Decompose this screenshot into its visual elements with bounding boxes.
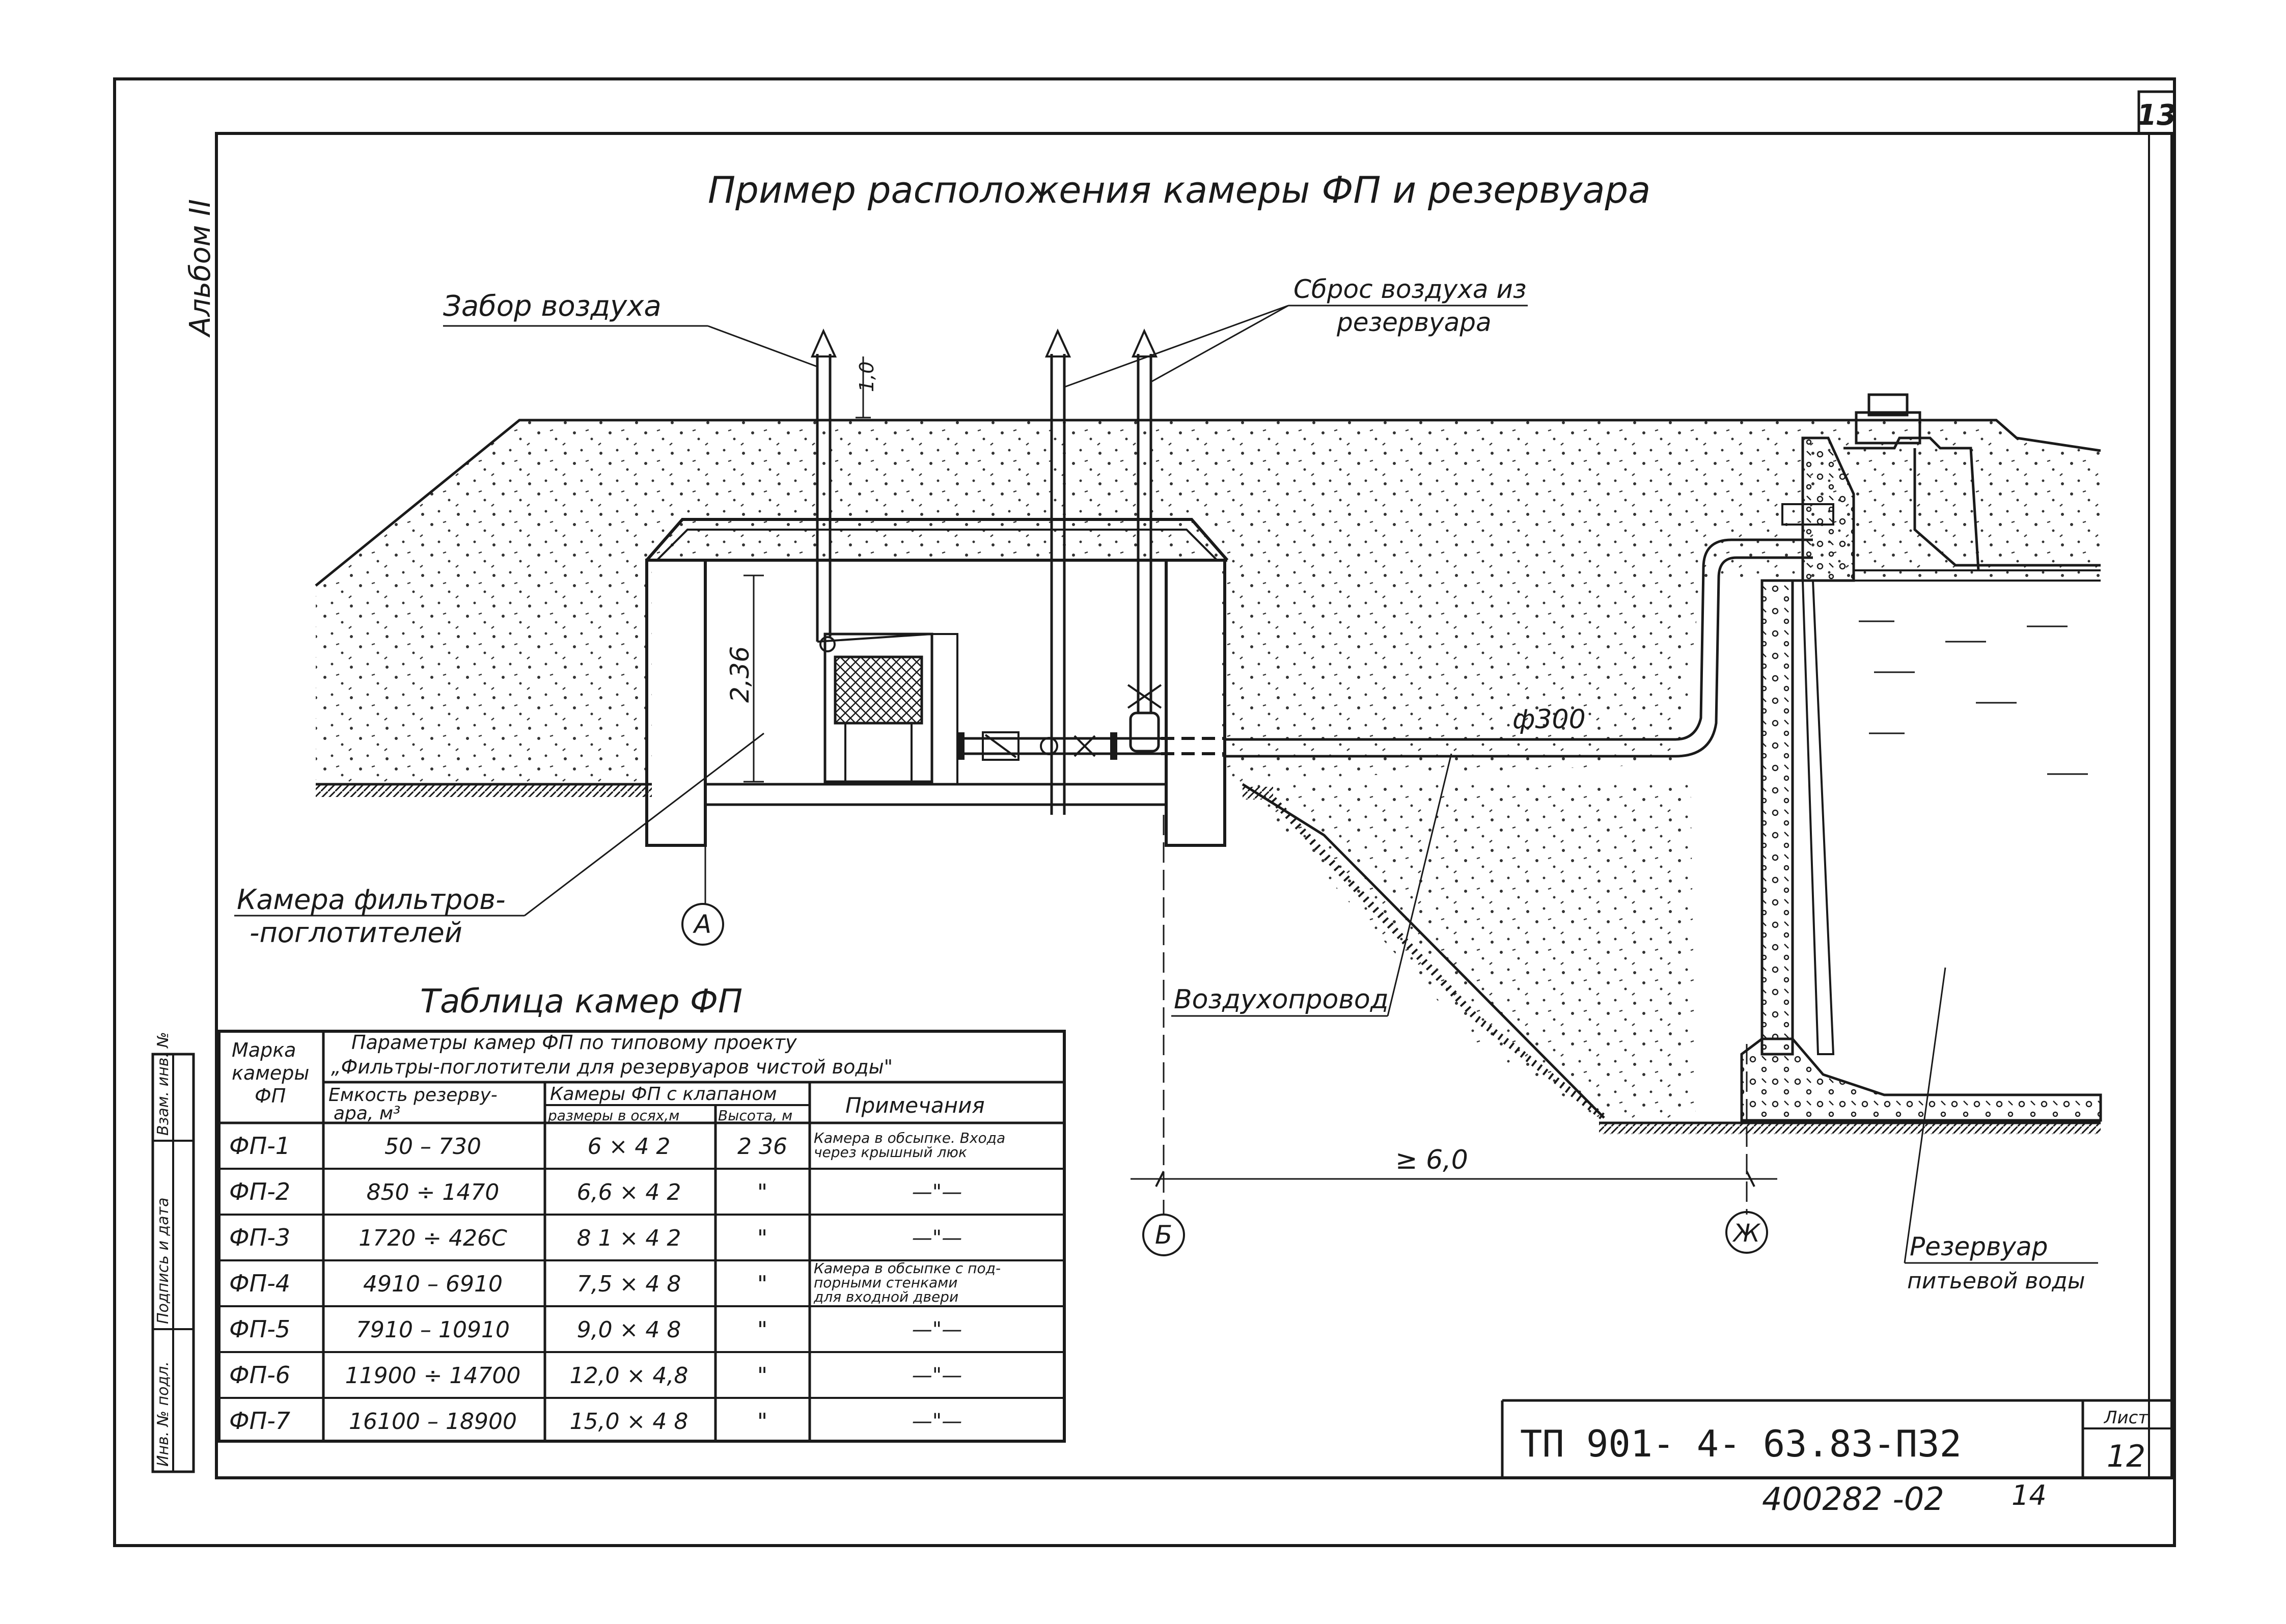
axis-marker-b — [1142, 1214, 1185, 1256]
table-cell-note: —"— — [912, 1410, 962, 1433]
table-cell-note: порными стенками — [814, 1274, 957, 1291]
table-cell-height: " — [757, 1363, 767, 1389]
side-stamp-signature: Подпись и дата — [154, 1198, 172, 1325]
table-cell-capacity: 850 ÷ 1470 — [367, 1179, 500, 1205]
table-cell-capacity: 7910 – 10910 — [356, 1317, 510, 1343]
chamber-label-1: Камера фильтров- — [237, 884, 506, 916]
table-cell-capacity: 50 – 730 — [384, 1134, 481, 1160]
air-discharge-label-2: резервуара — [1336, 308, 1492, 337]
height-label-1-0: 1,0 — [856, 362, 878, 392]
table-cell-height: 2 36 — [737, 1134, 787, 1160]
axis-zh-label: Ж — [1732, 1219, 1761, 1248]
air-duct-label: Воздухопровод — [1174, 984, 1389, 1015]
table-cell-height: " — [757, 1271, 767, 1297]
table-title: Таблица камер ФП — [420, 983, 742, 1021]
side-stamp-replace-inv: Взам. инв. № — [154, 1032, 172, 1136]
table-cell-note: —"— — [912, 1318, 962, 1341]
table-cell-mark: ФП-5 — [229, 1315, 290, 1343]
table-cell-note: Камера в обсыпке с под- — [814, 1260, 1001, 1277]
page-title: Пример расположения камеры ФП и резервуа… — [708, 169, 1650, 211]
axis-marker-zh — [1725, 1211, 1768, 1254]
table-cell-dims: 6 × 4 2 — [588, 1134, 671, 1160]
table-cell-capacity: 1720 ÷ 426С — [359, 1225, 507, 1251]
table-header-params-1: Параметры камер ФП по типовому проекту — [351, 1031, 797, 1054]
reservoir-label-1: Резервуар — [1910, 1232, 2048, 1261]
reservoir-label-2: питьевой воды — [1907, 1268, 2085, 1294]
table-header-chamber-valve: Камеры ФП с клапаном — [550, 1084, 777, 1105]
table-cell-note: для входной двери — [813, 1288, 958, 1305]
table-cell-note: через крышный люк — [814, 1144, 967, 1161]
table-header-capacity-2: ара, м³ — [334, 1103, 400, 1124]
table-cell-capacity: 16100 – 18900 — [349, 1409, 517, 1435]
table-cell-dims: 8 1 × 4 2 — [577, 1225, 681, 1251]
fp-table — [217, 1030, 1066, 1443]
document-code: ТП 901- 4- 63.83-ПЗ2 — [1520, 1422, 1962, 1465]
table-cell-mark: ФП-1 — [229, 1132, 290, 1160]
table-cell-dims: 9,0 × 4 8 — [577, 1317, 681, 1343]
table-header-mark-3: ФП — [255, 1085, 286, 1107]
archive-number: 400282 -02 — [1762, 1480, 1944, 1518]
table-cell-mark: ФП-6 — [229, 1361, 290, 1389]
table-cell-capacity: 11900 ÷ 14700 — [345, 1363, 521, 1389]
distance-label: ≥ 6,0 — [1395, 1145, 1468, 1175]
table-cell-dims: 15,0 × 4 8 — [570, 1409, 688, 1435]
side-stamp — [151, 1053, 195, 1473]
table-cell-note: —"— — [912, 1226, 962, 1250]
side-stamp-original-inv: Инв. № подл. — [154, 1361, 172, 1467]
air-discharge-label-1: Сброс воздуха из — [1293, 274, 1526, 304]
table-cell-mark: ФП-4 — [229, 1270, 290, 1297]
table-cell-note: —"— — [912, 1364, 962, 1387]
corner-sheet-number: 13 — [2137, 99, 2177, 132]
table-header-mark-1: Марка — [232, 1039, 296, 1061]
archive-page: 14 — [2012, 1479, 2047, 1511]
album-label: Альбом II — [184, 199, 217, 338]
filter-chamber — [645, 328, 1229, 847]
outer-frame — [113, 77, 2176, 1547]
inner-frame — [215, 132, 2173, 1479]
axis-a-label: А — [693, 910, 711, 939]
air-intake-label: Забор воздуха — [443, 290, 662, 323]
table-cell-note: Камера в обсыпке. Входа — [814, 1130, 1005, 1146]
table-cell-dims: 7,5 × 4 8 — [577, 1271, 681, 1297]
axis-marker-a — [681, 903, 724, 946]
sheet-value: 12 — [2107, 1439, 2145, 1474]
table-header-notes: Примечания — [845, 1093, 985, 1118]
table-header-mark-2: камеры — [232, 1062, 309, 1084]
table-header-params-2: „Фильтры-поглотители для резервуаров чис… — [331, 1056, 893, 1078]
table-cell-mark: ФП-7 — [229, 1407, 290, 1435]
table-header-capacity-1: Емкость резерву- — [328, 1085, 498, 1106]
table-header-dimensions: размеры в осях,м — [547, 1107, 679, 1124]
height-label-2-36: 2,36 — [725, 646, 755, 703]
table-cell-dims: 12,0 × 4,8 — [570, 1363, 688, 1389]
table-cell-dims: 6,6 × 4 2 — [577, 1179, 681, 1205]
chamber-label-2: -поглотителей — [250, 917, 462, 949]
table-cell-height: " — [757, 1409, 767, 1435]
table-cell-mark: ФП-2 — [229, 1178, 290, 1205]
pipe-diameter-label: ф300 — [1512, 704, 1586, 735]
title-block — [1501, 1399, 2172, 1478]
table-cell-note: —"— — [912, 1180, 962, 1204]
corner-sheet-box — [2137, 90, 2176, 135]
table-header-height: Высота, м — [718, 1107, 792, 1124]
table-cell-height: " — [757, 1225, 767, 1251]
axis-b-label: Б — [1155, 1220, 1172, 1250]
table-body: ФП-1 50 – 730 6 × 4 2 2 36 Камера в обсыпке.… — [229, 1130, 1005, 1435]
table-cell-height: " — [757, 1179, 767, 1205]
table-cell-height: " — [757, 1317, 767, 1343]
table-cell-mark: ФП-3 — [229, 1224, 290, 1251]
sheet-label: Лист — [2103, 1408, 2149, 1428]
reservoir — [1740, 393, 2102, 1122]
table-cell-capacity: 4910 – 6910 — [363, 1271, 503, 1297]
